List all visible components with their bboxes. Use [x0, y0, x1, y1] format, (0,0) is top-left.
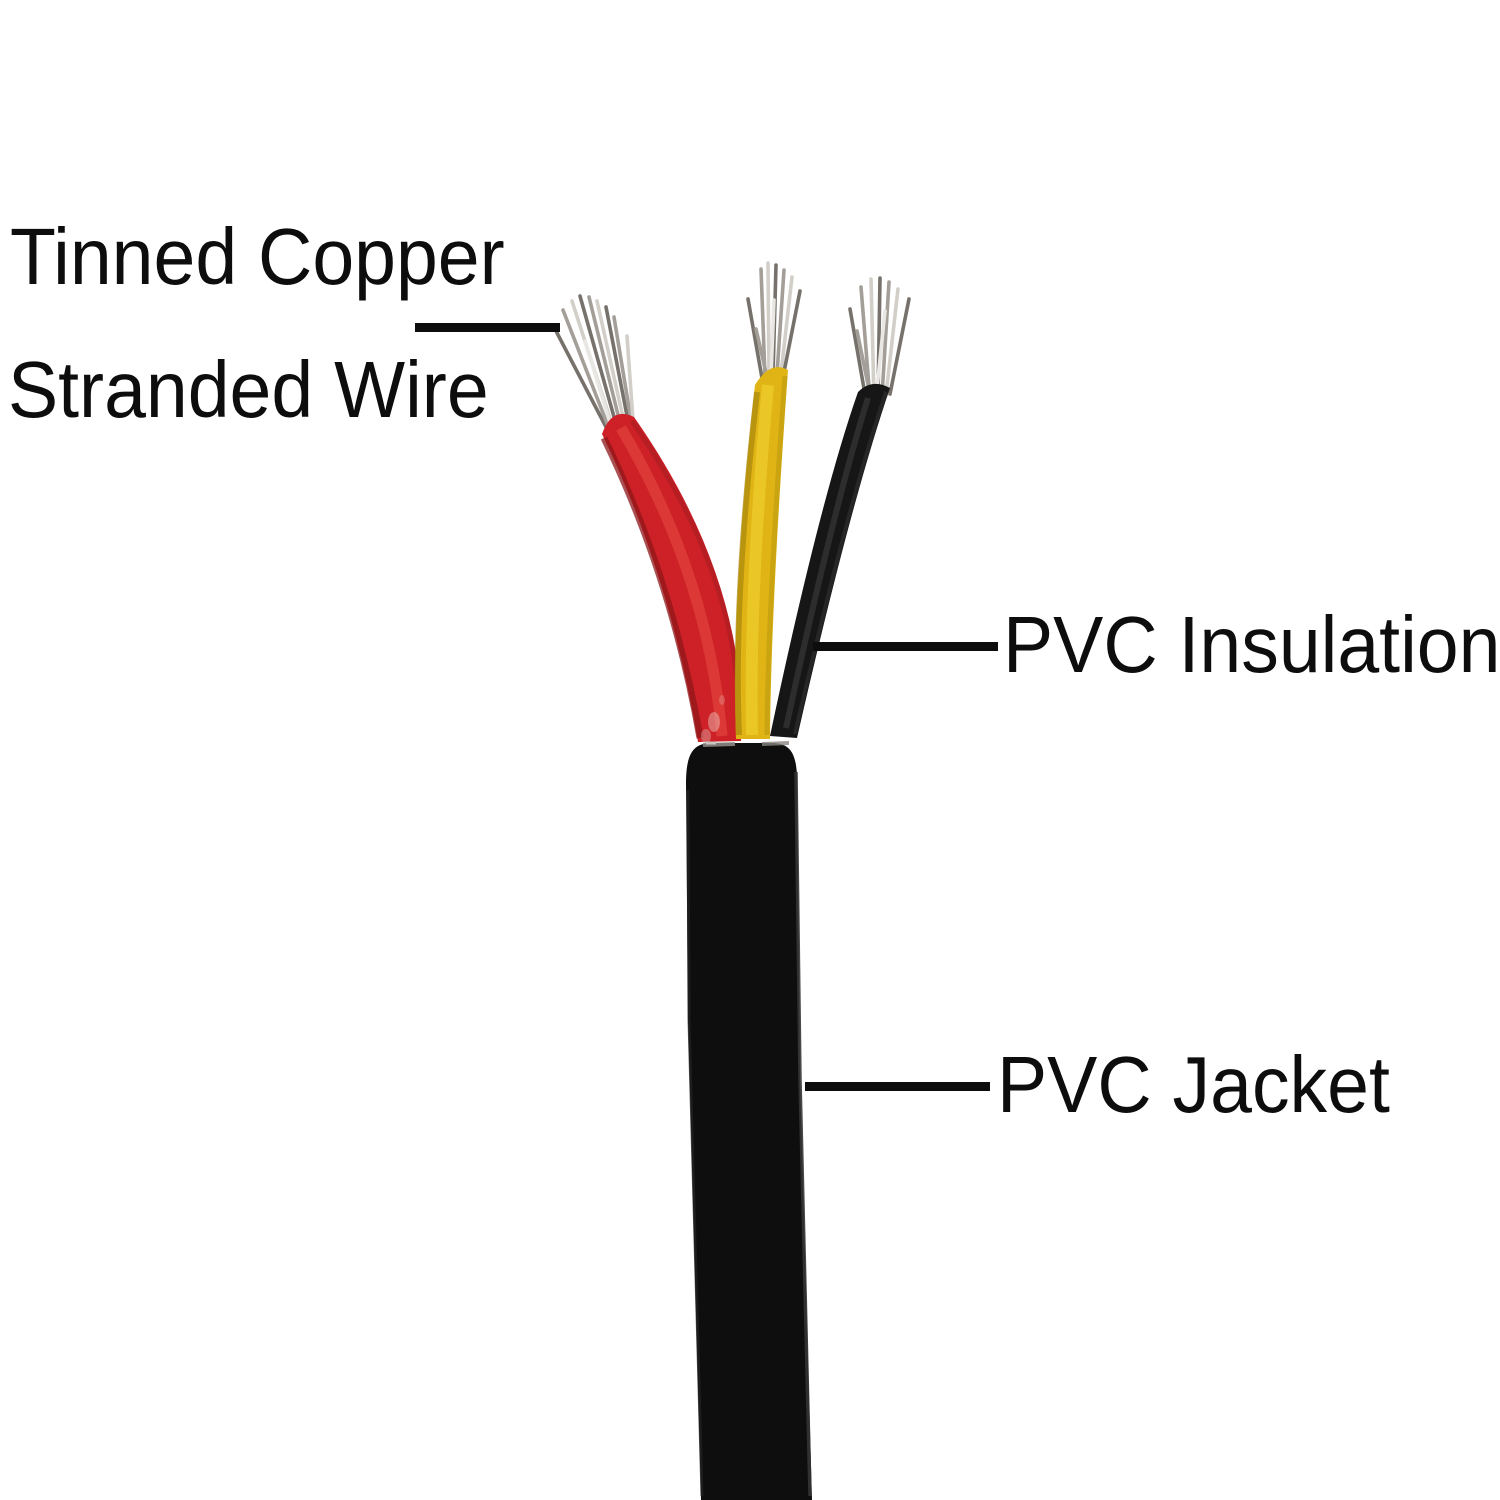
jacket-mouth-glint [702, 742, 736, 747]
jacket-left-highlight [686, 789, 704, 1497]
red-wire-scuff [719, 695, 725, 705]
label-tinned-copper: Tinned Copper [10, 212, 505, 301]
pointer-line-stranded-wire [415, 323, 560, 332]
yellow-wire-edge [764, 375, 788, 736]
black-wire-edge [793, 391, 888, 735]
pointer-line-pvc-jacket [805, 1082, 990, 1091]
jacket-mouth-glint [761, 741, 790, 746]
yellow-wire-highlight [745, 384, 774, 736]
black-wire-highlight [783, 397, 871, 729]
red-wire-scuff [708, 712, 720, 732]
black-wire-strands [848, 276, 911, 402]
cable-jacket-body [686, 743, 812, 1500]
yellow-wire-shadow [734, 391, 760, 736]
jacket-right-highlight [794, 771, 812, 1497]
label-stranded-wire: Stranded Wire [8, 345, 489, 434]
pointer-line-pvc-insulation [813, 642, 998, 651]
yellow-wire [734, 367, 788, 739]
cable-jacket [686, 741, 812, 1500]
black-wire [770, 383, 890, 738]
label-pvc-jacket: PVC Jacket [997, 1040, 1390, 1129]
red-wire-scuff [701, 729, 711, 743]
red-wire [600, 413, 742, 743]
yellow-wire-strands [746, 261, 802, 380]
label-pvc-insulation: PVC Insulation [1003, 600, 1500, 689]
red-wire-shadow [600, 436, 704, 739]
red-wire-strands [554, 294, 635, 429]
red-wire-highlight [616, 425, 728, 737]
